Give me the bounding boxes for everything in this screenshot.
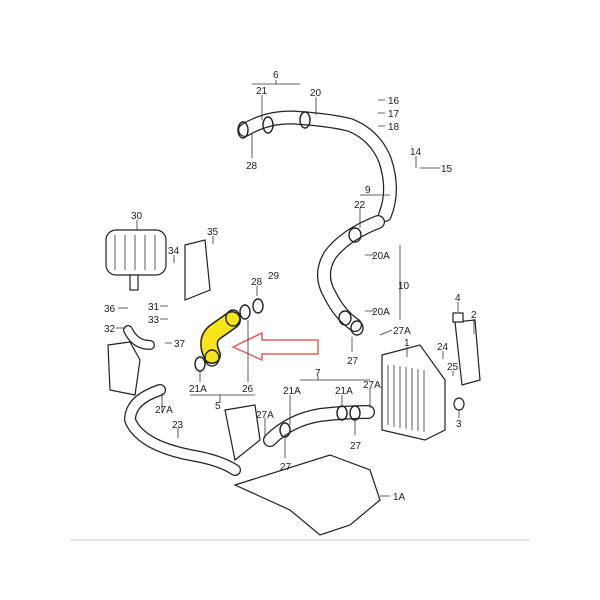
label-16: 16 — [388, 96, 400, 107]
label-27: 27 — [350, 441, 362, 452]
label-1: 1 — [404, 338, 410, 349]
label-10: 10 — [398, 281, 410, 292]
hose-7 — [263, 405, 375, 447]
leader-lines — [116, 80, 475, 497]
label-6: 6 — [273, 70, 279, 81]
label-20a: 20A — [372, 307, 390, 318]
label-18: 18 — [388, 122, 400, 133]
hose-5-highlighted — [194, 298, 264, 372]
label-23: 23 — [172, 420, 184, 431]
label-17: 17 — [388, 109, 400, 120]
label-32: 32 — [104, 324, 116, 335]
label-27a: 27A — [155, 405, 173, 416]
label-27: 27 — [347, 356, 359, 367]
label-3: 3 — [456, 419, 462, 430]
label-36: 36 — [104, 304, 116, 315]
label-5: 5 — [215, 401, 221, 412]
callout-labels: 6 21 20 16 17 18 28 14 15 9 22 20A 10 20… — [104, 70, 477, 503]
label-20a: 20A — [372, 251, 390, 262]
label-21: 21 — [256, 86, 268, 97]
hose-6 — [237, 110, 397, 222]
label-28: 28 — [246, 161, 258, 172]
label-2: 2 — [471, 310, 477, 321]
label-34: 34 — [168, 246, 180, 257]
label-35: 35 — [207, 227, 219, 238]
label-21a: 21A — [283, 386, 301, 397]
label-20: 20 — [310, 88, 322, 99]
label-21a: 21A — [335, 386, 353, 397]
pipe-23 — [107, 341, 261, 476]
label-27: 27 — [280, 462, 292, 473]
label-27a: 27A — [393, 326, 411, 337]
label-15: 15 — [441, 164, 453, 175]
label-21a: 21A — [189, 384, 207, 395]
label-25: 25 — [447, 362, 459, 373]
reservoir-30 — [105, 229, 211, 350]
hose-10 — [317, 215, 385, 336]
label-29: 29 — [268, 271, 280, 282]
label-9: 9 — [365, 185, 371, 196]
label-27a: 27A — [256, 410, 274, 421]
label-28: 28 — [251, 277, 263, 288]
label-22: 22 — [354, 200, 366, 211]
label-30: 30 — [131, 211, 143, 222]
intercooler-1 — [381, 312, 481, 441]
label-7: 7 — [315, 368, 321, 379]
label-14: 14 — [410, 147, 422, 158]
label-33: 33 — [148, 315, 160, 326]
label-1a: 1A — [393, 492, 406, 503]
label-24: 24 — [437, 342, 449, 353]
label-4: 4 — [455, 293, 461, 304]
label-26: 26 — [242, 384, 254, 395]
label-37: 37 — [174, 339, 186, 350]
air-duct-1a — [233, 454, 381, 536]
label-27a: 27A — [363, 380, 381, 391]
label-31: 31 — [148, 302, 160, 313]
pointer-arrow — [231, 331, 319, 362]
